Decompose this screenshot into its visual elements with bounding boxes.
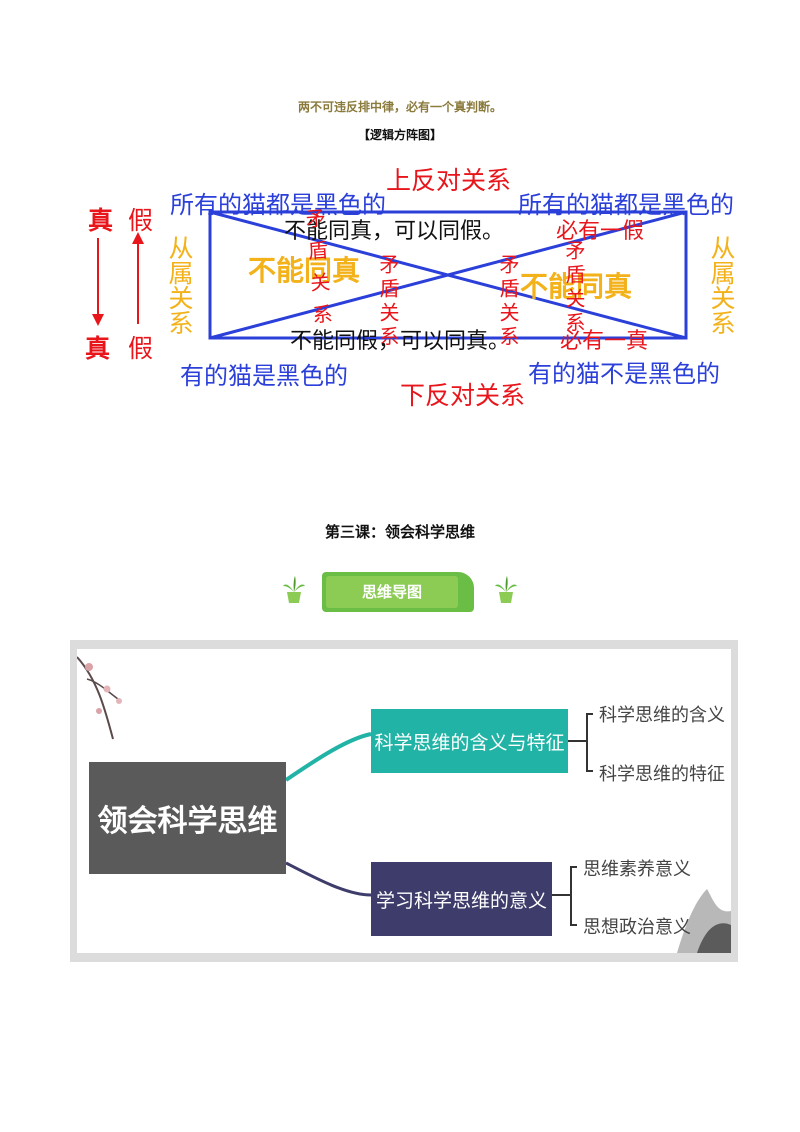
top-rule-must: 必有一假 — [556, 219, 645, 244]
plant-icon — [495, 576, 517, 603]
mindmap-canvas: 领会科学思维 科学思维的含义与特征 学习科学思维的意义 科学思维的含义 科学思维… — [77, 649, 731, 953]
mindmap-leaf: 科学思维的特征 — [599, 764, 725, 785]
mindmap-decorations — [77, 656, 731, 953]
bottom-left-proposition: 有的猫是黑色的 — [180, 362, 348, 390]
logic-square-diagram — [92, 210, 688, 340]
square-heading: 【逻辑方阵图】 — [357, 128, 442, 142]
mindmap-branch-1-label: 科学思维的含义与特征 — [374, 731, 565, 754]
mindmap-leaf: 科学思维的含义 — [599, 705, 725, 726]
contradiction-label-2: 矛盾关系 — [376, 254, 400, 350]
cannot-true-left: 不能同真 — [248, 254, 361, 287]
left-true-top: 真 — [88, 206, 114, 235]
subaltern-label-right: 从属关系 — [707, 235, 736, 335]
plant-icon — [283, 576, 305, 603]
mindmap-root: 领会科学思维 — [89, 762, 286, 874]
mindmap-branch-2: 学习科学思维的意义 — [371, 862, 552, 936]
bottom-rule: 不能同假，可以同真。 — [290, 329, 511, 354]
mindmap-branch-2-label: 学习科学思维的意义 — [375, 889, 547, 912]
lesson-title: 第三课：领会科学思维 — [324, 523, 475, 541]
contradiction-label-3: 矛盾关系 — [496, 254, 520, 350]
square-frame — [208, 210, 688, 340]
contradiction-label-4: 矛盾关系 — [562, 240, 586, 336]
bottom-rule-must: 必有一真 — [560, 329, 649, 354]
top-right-proposition: 所有的猫都是黑色的 — [518, 191, 734, 219]
mindmap-root-label: 领会科学思维 — [97, 804, 278, 839]
top-rule: 不能同真，可以同假。 — [284, 219, 505, 244]
down-arrow-icon — [92, 314, 104, 326]
bottom-relation-label: 下反对关系 — [400, 381, 526, 410]
top-relation-label: 上反对关系 — [386, 166, 512, 195]
mindmap-frame: 领会科学思维 科学思维的含义与特征 学习科学思维的意义 科学思维的含义 科学思维… — [70, 640, 738, 962]
cannot-true-right: 不能同真 — [520, 270, 633, 303]
diagonal-up — [209, 210, 687, 340]
left-true-bottom: 真 — [85, 334, 111, 363]
mindmap-branch-1: 科学思维的含义与特征 — [371, 709, 568, 773]
bottom-right-proposition: 有的猫不是黑色的 — [528, 360, 720, 388]
mindmap-banner-label: 思维导图 — [361, 583, 422, 601]
mindmap-banner: 思维导图 — [322, 572, 474, 612]
up-arrow-icon — [132, 232, 144, 244]
left-false-top: 假 — [128, 206, 154, 235]
law-note: 两不可违反排中律，必有一个真判断。 — [297, 100, 502, 114]
subaltern-label-left: 从属关系 — [165, 235, 194, 335]
left-false-bottom: 假 — [128, 334, 154, 363]
mindmap-leaf: 思想政治意义 — [583, 917, 691, 938]
top-left-proposition: 所有的猫都是黑色的 — [170, 191, 386, 219]
mindmap-leaf: 思维素养意义 — [583, 859, 691, 880]
